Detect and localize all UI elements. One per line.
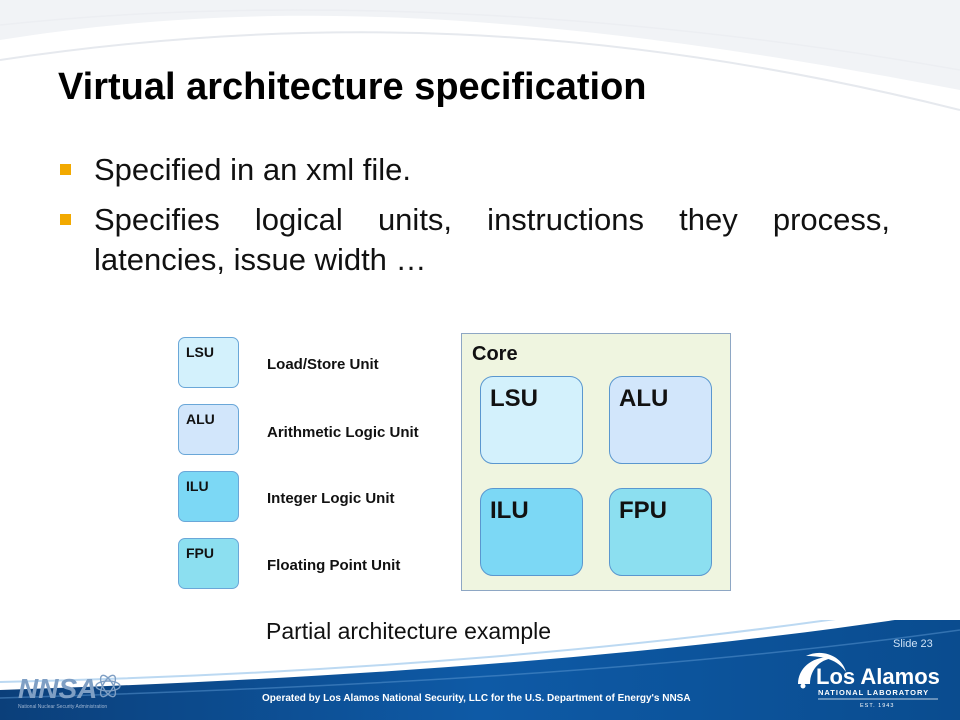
- legend-abbr: ALU: [186, 411, 215, 427]
- core-unit-alu: ALU: [609, 376, 712, 464]
- core-unit-lsu: LSU: [480, 376, 583, 464]
- core-unit-ilu: ILU: [480, 488, 583, 576]
- slide-title: Virtual architecture specification: [58, 66, 647, 108]
- legend-box-fpu: FPU: [178, 538, 239, 589]
- legend-abbr: LSU: [186, 344, 214, 360]
- unit-label: LSU: [490, 385, 538, 412]
- unit-label: FPU: [619, 497, 667, 524]
- legend-label-ilu: Integer Logic Unit: [267, 490, 395, 507]
- legend-box-lsu: LSU: [178, 337, 239, 388]
- footer-wave: [0, 620, 960, 720]
- nnsa-wordmark: NNSA: [18, 673, 97, 704]
- legend-label-fpu: Floating Point Unit: [267, 557, 401, 574]
- lanl-subtitle: NATIONAL LABORATORY: [818, 688, 929, 697]
- lanl-wordmark: Los Alamos: [816, 664, 940, 689]
- unit-label: ILU: [490, 497, 529, 524]
- bullet-text: Specified in an xml file.: [94, 152, 412, 187]
- legend-box-ilu: ILU: [178, 471, 239, 522]
- square-bullet-icon: [60, 164, 71, 175]
- unit-label: ALU: [619, 385, 669, 412]
- legend-label-alu: Arithmetic Logic Unit: [267, 424, 419, 441]
- legend-box-alu: ALU: [178, 404, 239, 455]
- nnsa-subtitle: National Nuclear Security Administration: [18, 704, 107, 710]
- bullet-item: Specifies logical units, instructions th…: [60, 200, 890, 280]
- footer-text: Operated by Los Alamos National Security…: [262, 693, 691, 704]
- bullet-item: Specified in an xml file.: [60, 150, 890, 190]
- core-unit-fpu: FPU: [609, 488, 712, 576]
- legend-label-lsu: Load/Store Unit: [267, 356, 379, 373]
- lanl-established: EST. 1943: [860, 703, 894, 709]
- diagram-caption: Partial architecture example: [266, 618, 552, 644]
- square-bullet-icon: [60, 214, 71, 225]
- bullet-text: Specifies logical units, instructions th…: [94, 202, 890, 277]
- header-swirl-decoration: [0, 0, 960, 111]
- legend-abbr: ILU: [186, 478, 209, 494]
- bullet-list: Specified in an xml file. Specifies logi…: [60, 150, 890, 290]
- lanl-logo: Los Alamos NATIONAL LABORATORY EST. 1943: [798, 652, 940, 709]
- nnsa-logo: NNSA National Nuclear Security Administr…: [18, 673, 121, 710]
- core-title: Core: [472, 343, 518, 365]
- legend-abbr: FPU: [186, 545, 214, 561]
- slide-number: Slide 23: [893, 638, 933, 650]
